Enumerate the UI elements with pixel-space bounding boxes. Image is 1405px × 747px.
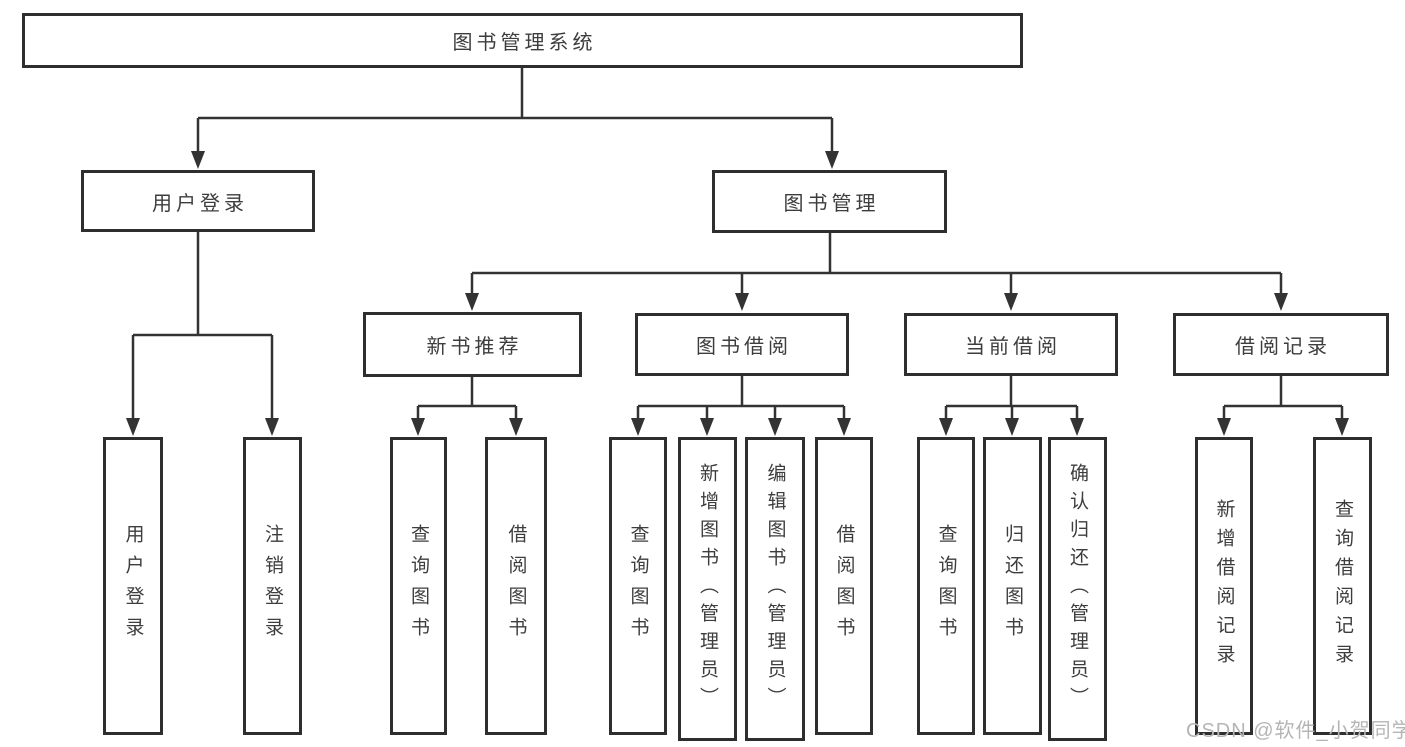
watermark: CSDN @软件_小贺同学 (1186, 720, 1405, 742)
node-leaf-logout: 注销登录 (243, 437, 302, 735)
node-leaf-query-book-recommend: 查询图书 (390, 437, 447, 735)
node-branch-user-login: 用户登录 (81, 170, 315, 232)
node-leaf-edit-book-admin: 编辑图书（管理员） (745, 437, 805, 741)
node-leaf-return-book: 归还图书 (983, 437, 1042, 735)
node-branch-book-management: 图书管理 (712, 170, 947, 233)
node-group-current-borrow: 当前借阅 (904, 313, 1118, 376)
node-root-library-system: 图书管理系统 (22, 13, 1023, 68)
node-leaf-borrow-book-recommend: 借阅图书 (485, 437, 547, 735)
node-leaf-query-book-borrow: 查询图书 (609, 437, 667, 735)
node-leaf-add-borrow-record: 新增借阅记录 (1195, 437, 1253, 735)
node-leaf-borrow-book: 借阅图书 (815, 437, 873, 735)
node-leaf-query-borrow-record: 查询借阅记录 (1313, 437, 1372, 735)
node-group-new-book-recommend: 新书推荐 (363, 312, 582, 377)
node-group-borrow-record: 借阅记录 (1173, 313, 1389, 376)
node-leaf-user-login: 用户登录 (103, 437, 163, 735)
node-leaf-query-book-current: 查询图书 (917, 437, 975, 735)
node-group-book-borrow: 图书借阅 (635, 313, 849, 376)
node-leaf-add-book-admin: 新增图书（管理员） (678, 437, 737, 741)
node-leaf-confirm-return-admin: 确认归还（管理员） (1048, 437, 1107, 741)
